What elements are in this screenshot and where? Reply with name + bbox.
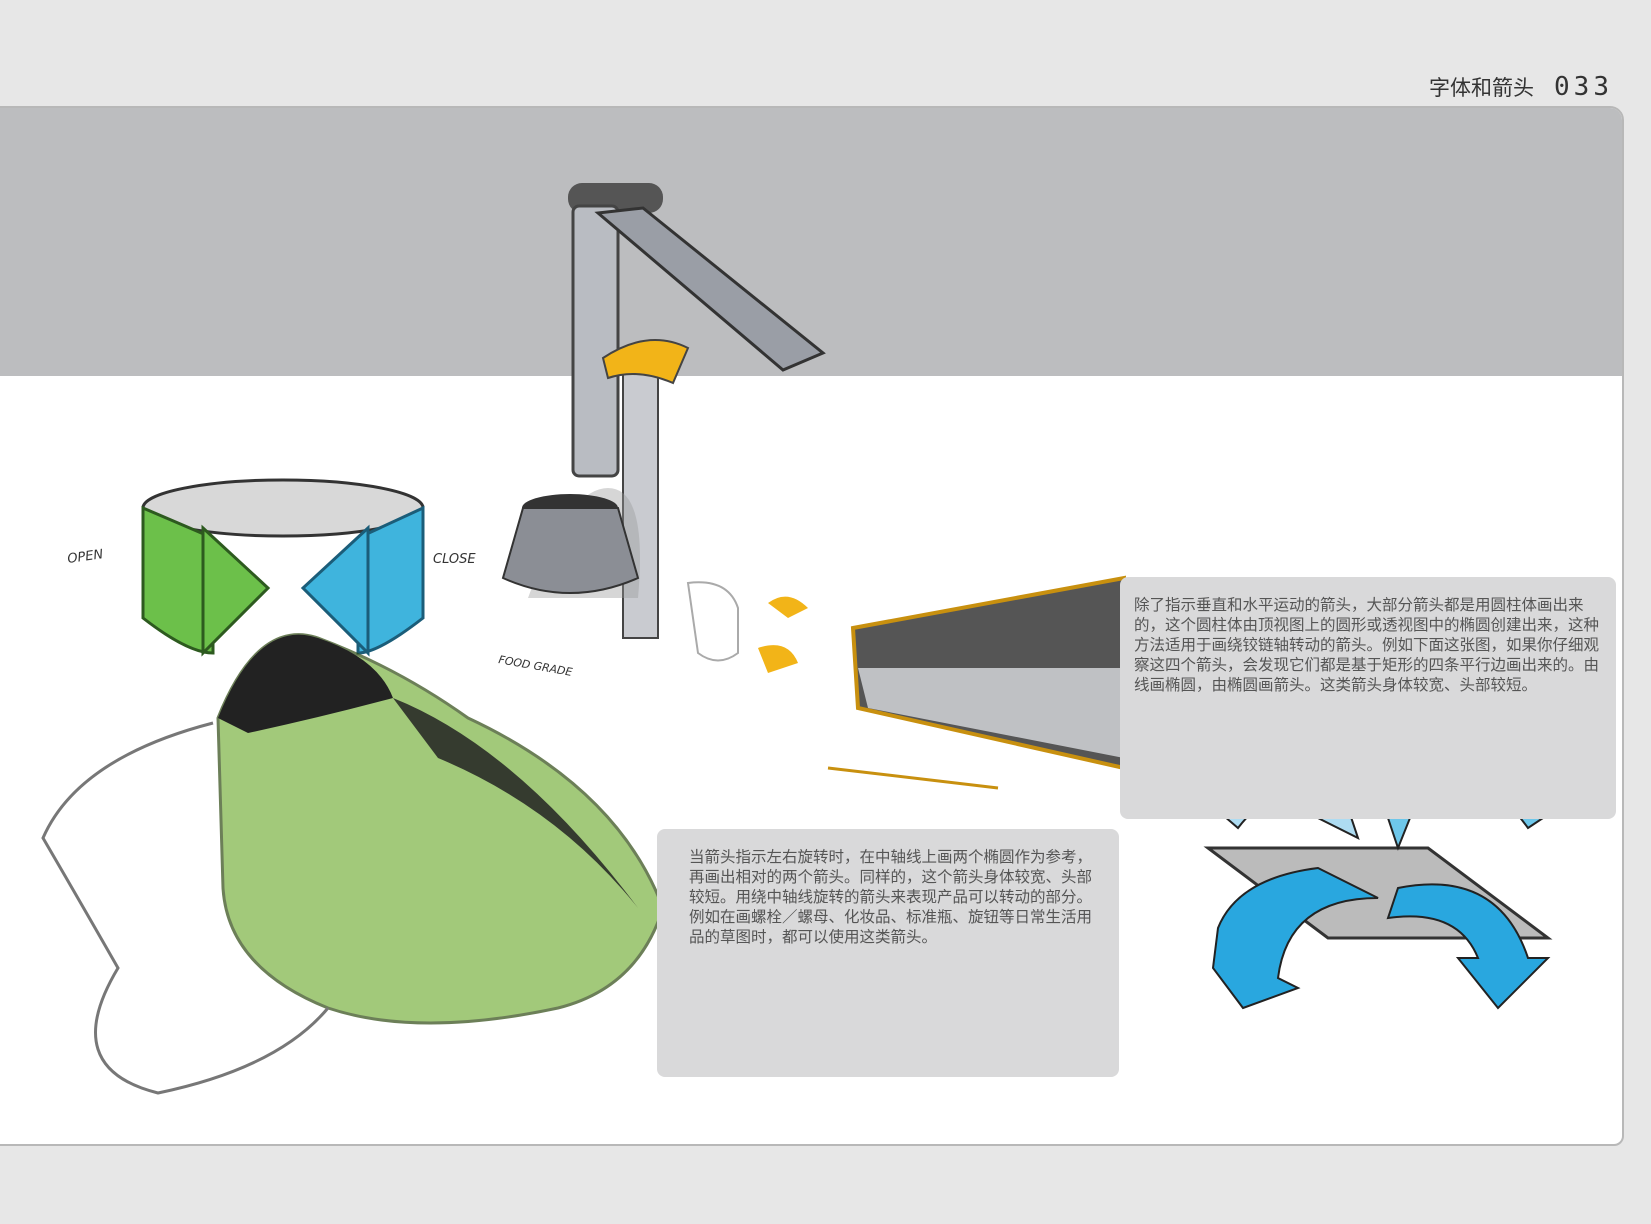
bottle-sketch [41,633,665,1095]
page-header: 字体和箭头 033 [1429,72,1613,102]
caption-rotation-arrows-text: 当箭头指示左右旋转时，在中轴线上画两个椭圆作为参考，再画出相对的两个箭头。同样的… [689,848,1093,946]
content-panel: OPEN CLOSE FOOD GRADE [0,106,1624,1146]
caption-rotation-arrows: 当箭头指示左右旋转时，在中轴线上画两个椭圆作为参考，再画出相对的两个箭头。同样的… [657,829,1119,1077]
page-number: 033 [1554,72,1613,102]
top-gray-band [0,108,1622,376]
section-title: 字体和箭头 [1429,76,1535,100]
label-food-grade: FOOD GRADE [497,653,573,679]
label-close: CLOSE [433,552,476,567]
caption-hinge-arrows-text: 除了指示垂直和水平运动的箭头，大部分箭头都是用圆柱体画出来的，这个圆柱体由顶视图… [1134,596,1600,694]
label-open: OPEN [66,547,104,567]
device-sketch [686,575,1126,790]
caption-hinge-arrows: 除了指示垂直和水平运动的箭头，大部分箭头都是用圆柱体画出来的，这个圆柱体由顶视图… [1120,577,1616,819]
lamp-sketch [501,183,826,639]
